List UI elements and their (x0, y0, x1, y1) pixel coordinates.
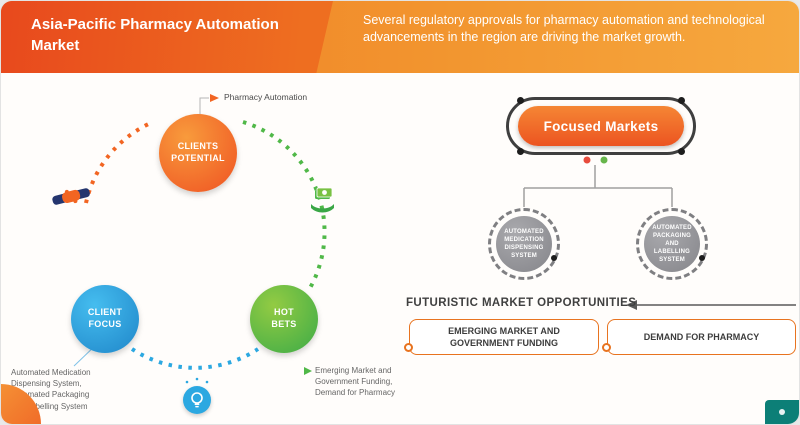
hot-bets-note: Emerging Market and Government Funding, … (315, 366, 396, 398)
hot-bets-note-arrow-icon (304, 367, 312, 375)
outline-dot (678, 97, 685, 104)
node-dot (551, 255, 557, 261)
arc-green (242, 120, 327, 289)
pharmacy-automation-label: Pharmacy Automation (224, 92, 308, 102)
page-title: Asia-Pacific Pharmacy Automation Market (31, 16, 279, 54)
packaging-system-node: AUTOMATED PACKAGING AND LABELLING SYSTEM (636, 208, 708, 280)
bulb-ray-dot (195, 377, 199, 381)
header-left-panel (1, 1, 333, 73)
arc-blue (130, 347, 260, 370)
outline-dot (517, 148, 524, 155)
top-label-connector (199, 97, 209, 115)
outline-dot (517, 97, 524, 104)
tree-connector-lines (523, 165, 673, 207)
client-focus-note: Automated Medication Dispensing System, … (11, 368, 91, 411)
outline-dot (678, 148, 685, 155)
packaging-system-label: AUTOMATED PACKAGING AND LABELLING SYSTEM (644, 216, 700, 272)
bulb-ray-dot (205, 380, 209, 384)
box-ring-icon (404, 343, 413, 352)
bulb-ray-dot (185, 380, 189, 384)
tree-red-dot (583, 156, 591, 164)
opportunity-box-funding: EMERGING MARKET AND GOVERNMENT FUNDING (404, 319, 599, 355)
node-dot (699, 255, 705, 261)
top-label-arrow-icon (210, 94, 219, 102)
dispensing-system-label: AUTOMATED MEDICATION DISPENSING SYSTEM (496, 216, 552, 272)
opportunity-box-pharmacy: DEMAND FOR PHARMACY (602, 319, 796, 355)
tree-green-dot (600, 156, 608, 164)
opportunity-pharmacy-label: DEMAND FOR PHARMACY (643, 331, 760, 342)
brand-ribbon (765, 400, 799, 424)
header-subtitle: Several regulatory approvals for pharmac… (363, 13, 765, 45)
client-focus-label: CLIENT FOCUS (87, 307, 123, 329)
header-banner: Asia-Pacific Pharmacy Automation Market … (1, 1, 799, 73)
hot-bets-label: HOT BETS (271, 307, 297, 329)
arc-orange (84, 120, 154, 204)
focused-markets-pill: Focused Markets (518, 106, 684, 146)
bulb-icon (183, 386, 211, 414)
opportunity-funding-label: EMERGING MARKET AND GOVERNMENT FUNDING (448, 325, 560, 348)
focused-markets-outline: Focused Markets (506, 97, 696, 155)
opportunities-heading: FUTURISTIC MARKET OPPORTUNITIES (406, 297, 637, 309)
dispensing-system-node: AUTOMATED MEDICATION DISPENSING SYSTEM (488, 208, 560, 280)
clients-potential-label: CLIENTS POTENTIAL (171, 141, 225, 163)
heading-arrow-left-icon (626, 300, 637, 310)
hot-bets-node: HOT BETS (250, 285, 318, 353)
brand-mark-icon (779, 409, 785, 415)
clients-potential-node: CLIENTS POTENTIAL (159, 114, 237, 192)
client-focus-node: CLIENT FOCUS (71, 285, 139, 353)
handshake-icon (52, 188, 90, 205)
money-hand-icon (311, 187, 334, 213)
box-ring-icon (602, 343, 611, 352)
